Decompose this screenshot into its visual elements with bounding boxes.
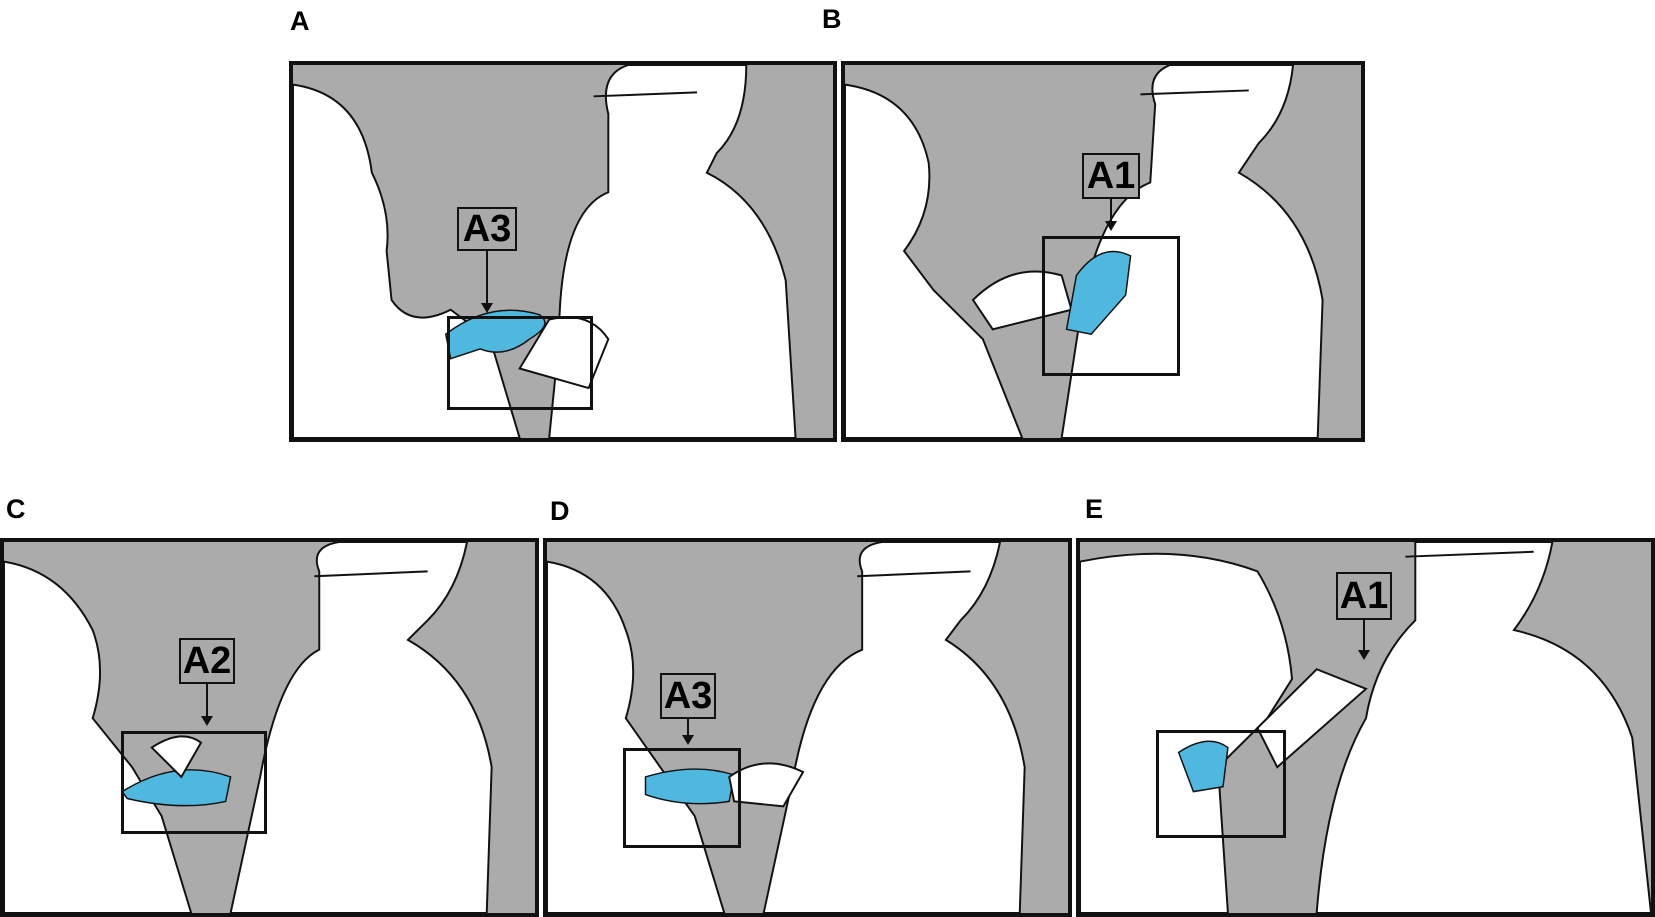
glove-hand-d xyxy=(644,768,735,805)
panel-d xyxy=(543,538,1072,917)
seated-figure-c xyxy=(4,560,193,913)
panel-label-b: B xyxy=(822,4,842,34)
callout-arrow-d xyxy=(682,719,694,745)
standing-figure-d xyxy=(762,542,1026,913)
standing-figure-e xyxy=(1080,552,1294,913)
highlight-box-e xyxy=(1156,730,1286,838)
callout-label-c: A2 xyxy=(179,638,235,684)
reaching-hand-c xyxy=(150,735,203,779)
panel-label-e: E xyxy=(1085,494,1104,524)
glasses-a xyxy=(593,91,698,98)
highlight-box-c xyxy=(121,731,267,834)
highlight-box-d xyxy=(623,748,741,848)
panel-c xyxy=(0,538,539,917)
glove-hand-e xyxy=(1177,740,1229,793)
callout-label-a: A3 xyxy=(457,207,517,251)
glasses-b xyxy=(1140,89,1249,96)
highlight-box-a xyxy=(447,316,593,410)
standing-figure-a xyxy=(548,65,797,438)
panel-label-a: A xyxy=(290,6,310,36)
glasses-d xyxy=(857,570,971,578)
glove-hand-b xyxy=(1065,250,1132,336)
callout-label-b: A1 xyxy=(1082,153,1140,199)
panel-label-c: C xyxy=(6,494,26,524)
panel-c-illustration xyxy=(4,542,493,913)
callout-arrow-a xyxy=(481,251,493,313)
panel-label-d: D xyxy=(550,496,570,526)
callout-arrow-c xyxy=(201,684,213,726)
callout-label-d: A3 xyxy=(660,673,716,719)
glove-hand-c xyxy=(121,769,232,807)
panel-a xyxy=(289,61,837,442)
reaching-hand-b xyxy=(971,270,1073,331)
callout-arrow-e xyxy=(1358,620,1370,660)
panel-a-illustration xyxy=(293,65,797,438)
glove-hand-a xyxy=(444,309,546,360)
seated-figure-d xyxy=(547,560,726,913)
standing-figure-c xyxy=(229,542,493,913)
seated-figure-e xyxy=(1315,542,1651,913)
callout-label-e: A1 xyxy=(1336,572,1392,620)
panel-d-illustration xyxy=(547,542,1026,913)
panel-e-illustration xyxy=(1080,542,1651,913)
highlight-box-b xyxy=(1042,236,1180,376)
callout-arrow-b xyxy=(1105,199,1117,231)
glasses-e xyxy=(1405,550,1534,558)
seated-figure-b xyxy=(845,83,1024,438)
glasses-c xyxy=(314,570,428,578)
